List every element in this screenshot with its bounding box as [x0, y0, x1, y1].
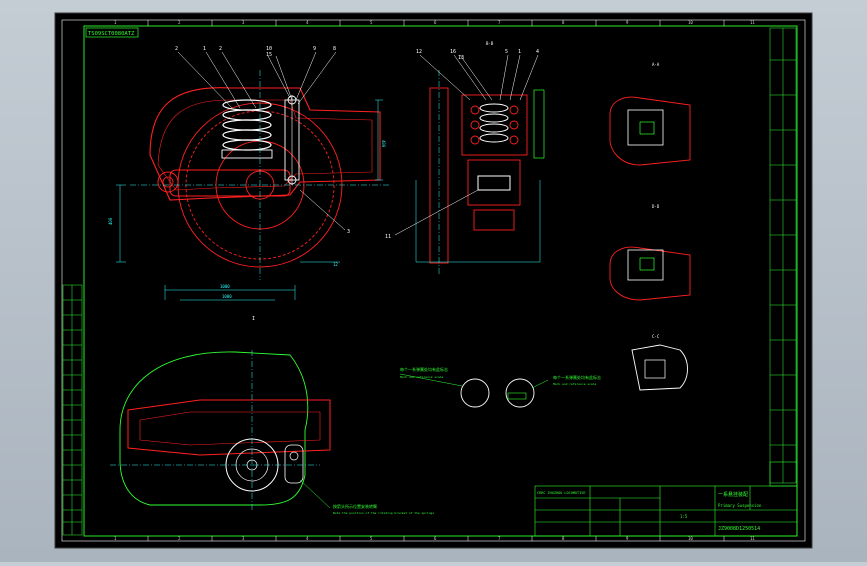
- svg-text:11: 11: [750, 20, 755, 25]
- svg-text:10: 10: [688, 20, 693, 25]
- view-label-bb: B-B: [486, 41, 494, 46]
- note-right-zh: 每个一系弹簧处均有此标志: [553, 374, 601, 380]
- outer-border: [61, 19, 806, 542]
- callout-10: 10: [266, 46, 272, 52]
- scale: 1:5: [680, 514, 688, 519]
- callout-1b: 1: [518, 49, 521, 55]
- svg-text:11: 11: [750, 536, 755, 541]
- code-box: [85, 27, 139, 38]
- svg-text:3: 3: [242, 20, 245, 25]
- svg-text:2: 2: [178, 536, 181, 541]
- code-box-text: TS09SCT0080ATZ: [88, 31, 135, 37]
- svg-text:5: 5: [370, 536, 373, 541]
- title-block: CRRC ZHUZHOU LOCOMOTIVE 一系悬挂装配 Primary S…: [534, 461, 798, 537]
- note-left-zh: 每个一系弹簧处均有此标志: [400, 366, 448, 372]
- svg-text:7: 7: [498, 20, 501, 25]
- mark-details: 每个一系弹簧处均有此标志 Mark and reference scale 每个…: [399, 366, 601, 408]
- svg-text:5: 5: [370, 20, 373, 25]
- svg-text:4: 4: [306, 536, 309, 541]
- svg-text:8: 8: [562, 20, 565, 25]
- callout-15: 15: [266, 52, 272, 58]
- callout-11: 11: [385, 234, 391, 240]
- title-cn: 一系悬挂装配: [718, 491, 748, 498]
- note-primary-zh: 按箭头所示位置安装转臂: [333, 503, 377, 509]
- callout-4: 4: [536, 49, 539, 55]
- svg-text:3: 3: [242, 536, 245, 541]
- detail-views: A-A D-D C-C: [609, 62, 691, 391]
- svg-text:7: 7: [498, 536, 501, 541]
- company-name: CRRC ZHUZHOU LOCOMOTIVE: [537, 491, 585, 495]
- callout-2a: 2: [175, 46, 178, 52]
- view-label-cc: C-C: [652, 334, 660, 339]
- svg-text:6: 6: [434, 20, 437, 25]
- svg-text:1: 1: [114, 20, 117, 25]
- view-label-aa: A-A: [652, 62, 660, 67]
- callout-12: 12: [416, 49, 422, 55]
- plan-view: 按箭头所示位置安装转臂 Note the position of the rot…: [110, 350, 434, 515]
- inner-border: [83, 25, 798, 537]
- front-view: 400 1000 1000 400 12 2 1 2 10 15 9 8 3: [108, 46, 390, 322]
- drawing-number: JZ9008D1250514: [718, 526, 760, 532]
- view-label-i: I: [252, 316, 255, 322]
- note-right-en: Mark and reference scale: [553, 382, 597, 386]
- callout-8: 8: [333, 46, 336, 52]
- svg-text:12: 12: [333, 262, 338, 267]
- callout-2b: 2: [219, 46, 222, 52]
- side-view: 12 16 13 5 1 4 11 B-B: [385, 41, 545, 275]
- callout-13: 13: [458, 55, 464, 61]
- svg-text:9: 9: [626, 20, 629, 25]
- drawing-paper: [54, 12, 813, 549]
- callout-5: 5: [505, 49, 508, 55]
- svg-text:8: 8: [562, 536, 565, 541]
- note-primary-en: Note the position of the rotating bracke…: [333, 511, 434, 515]
- title-en: Primary Suspension: [718, 503, 762, 508]
- svg-text:400: 400: [381, 140, 386, 148]
- svg-text:400: 400: [108, 217, 113, 225]
- svg-text:1: 1: [114, 536, 117, 541]
- svg-text:1000: 1000: [220, 284, 230, 289]
- callout-16: 16: [450, 49, 456, 55]
- callout-9: 9: [313, 46, 316, 52]
- callout-3: 3: [347, 229, 350, 235]
- right-column: [769, 27, 797, 484]
- note-left-en: Mark and reference scale: [400, 375, 444, 379]
- view-label-dd: D-D: [652, 204, 660, 209]
- svg-text:9: 9: [626, 536, 629, 541]
- callout-1a: 1: [203, 46, 206, 52]
- svg-text:10: 10: [688, 536, 693, 541]
- zone-ticks: [147, 20, 725, 541]
- svg-text:6: 6: [434, 536, 437, 541]
- svg-text:1000: 1000: [222, 294, 232, 299]
- revision-column: [62, 284, 83, 536]
- svg-text:2: 2: [178, 20, 181, 25]
- svg-text:4: 4: [306, 20, 309, 25]
